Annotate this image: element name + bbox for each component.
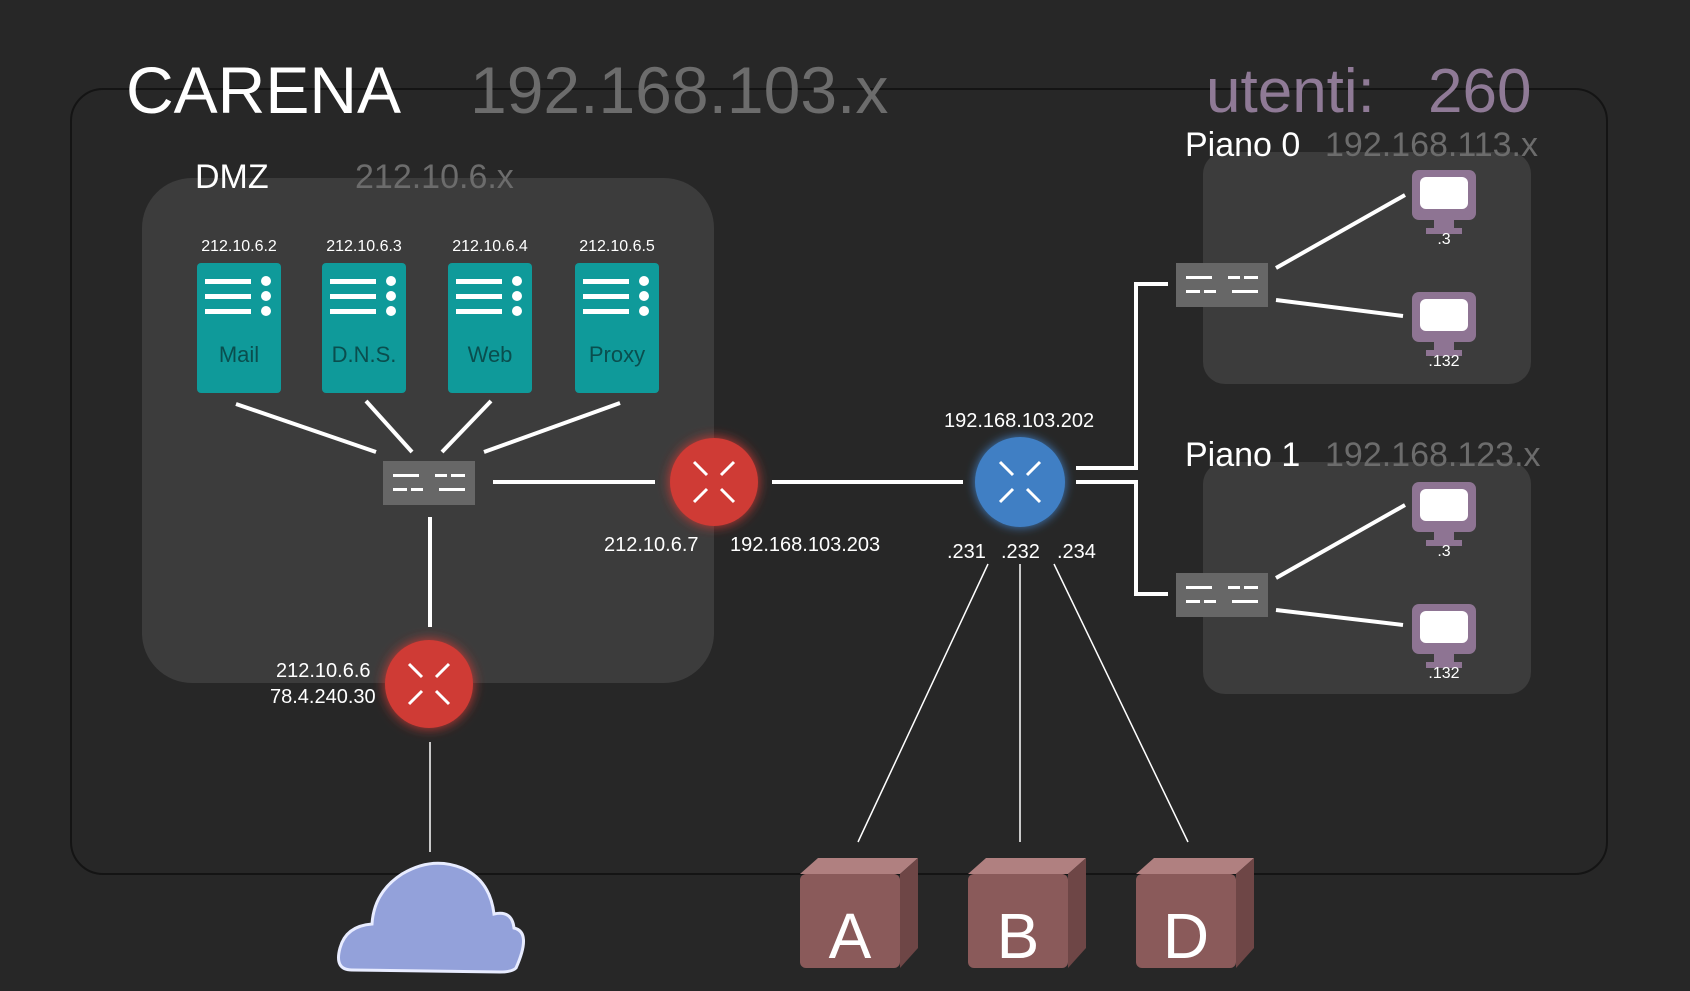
server-icon <box>197 263 281 393</box>
dmz-zone <box>142 178 714 683</box>
pc-ip: .132 <box>1428 353 1460 370</box>
link-proxy-switch <box>483 401 621 454</box>
pc-ip: .3 <box>1437 543 1451 560</box>
links <box>235 193 1406 627</box>
server-icon <box>448 263 532 393</box>
link-floor0-pc1 <box>1275 193 1406 270</box>
floor-0-title: Piano 0 <box>1185 126 1301 164</box>
core-port: .232 <box>1001 541 1040 563</box>
building-block-icon <box>968 858 1086 968</box>
server-ip: 212.10.6.3 <box>326 238 402 255</box>
server-ip: 212.10.6.5 <box>579 238 655 255</box>
dmz-subnet: 212.10.6.x <box>355 158 514 196</box>
server-icon <box>322 263 406 393</box>
router-icon <box>670 438 758 526</box>
server-ip: 212.10.6.2 <box>201 238 277 255</box>
core-port: .234 <box>1057 541 1096 563</box>
building-block-icon <box>800 858 918 968</box>
link-web-switch <box>440 399 493 454</box>
link-core-floor0 <box>1076 282 1168 470</box>
switch-icon <box>1176 263 1268 307</box>
server-name: D.N.S. <box>331 342 397 367</box>
site-title: CARENA <box>126 53 402 127</box>
server-name: Proxy <box>588 342 646 367</box>
server-ip: 212.10.6.4 <box>452 238 528 255</box>
link-core-building-d <box>1053 563 1189 843</box>
server-icon <box>575 263 659 393</box>
users-label: utenti: <box>1206 57 1375 126</box>
site-subnet: 192.168.103.x <box>470 53 889 127</box>
link-floor1-pc1 <box>1275 503 1406 580</box>
core-port: .231 <box>947 541 986 563</box>
edge-router-ip-inner: 212.10.6.6 <box>276 660 371 682</box>
server-name: Web <box>467 342 513 367</box>
router-icon <box>385 640 473 728</box>
link-mail-switch <box>235 402 377 454</box>
floor-1-subnet: 192.168.123.x <box>1325 436 1541 474</box>
router-icon <box>975 437 1065 527</box>
pc-ip: .3 <box>1437 231 1451 248</box>
link-core-floor1 <box>1076 480 1168 596</box>
link-dns-switch <box>364 399 414 454</box>
server-name: Mail <box>218 342 260 367</box>
switch-icon <box>1176 573 1268 617</box>
dmz-title: DMZ <box>195 158 269 196</box>
switch-icon <box>383 461 475 505</box>
link-floor1-pc2 <box>1275 608 1404 627</box>
link-floor0-pc2 <box>1275 298 1404 318</box>
cloud-icon <box>337 861 525 974</box>
link-core-building-a <box>857 563 989 843</box>
edge-router-ip-outer: 78.4.240.30 <box>270 686 376 708</box>
pc-ip: .132 <box>1428 665 1460 682</box>
thin-links <box>429 563 1189 852</box>
firewall-ip-left: 212.10.6.7 <box>604 534 699 556</box>
users-count: 260 <box>1428 57 1532 126</box>
floor-1-title: Piano 1 <box>1185 436 1301 474</box>
floor-0-subnet: 192.168.113.x <box>1325 126 1538 164</box>
building-block-icon <box>1136 858 1254 968</box>
core-router-ip: 192.168.103.202 <box>944 410 1095 432</box>
firewall-ip-right: 192.168.103.203 <box>730 534 881 556</box>
